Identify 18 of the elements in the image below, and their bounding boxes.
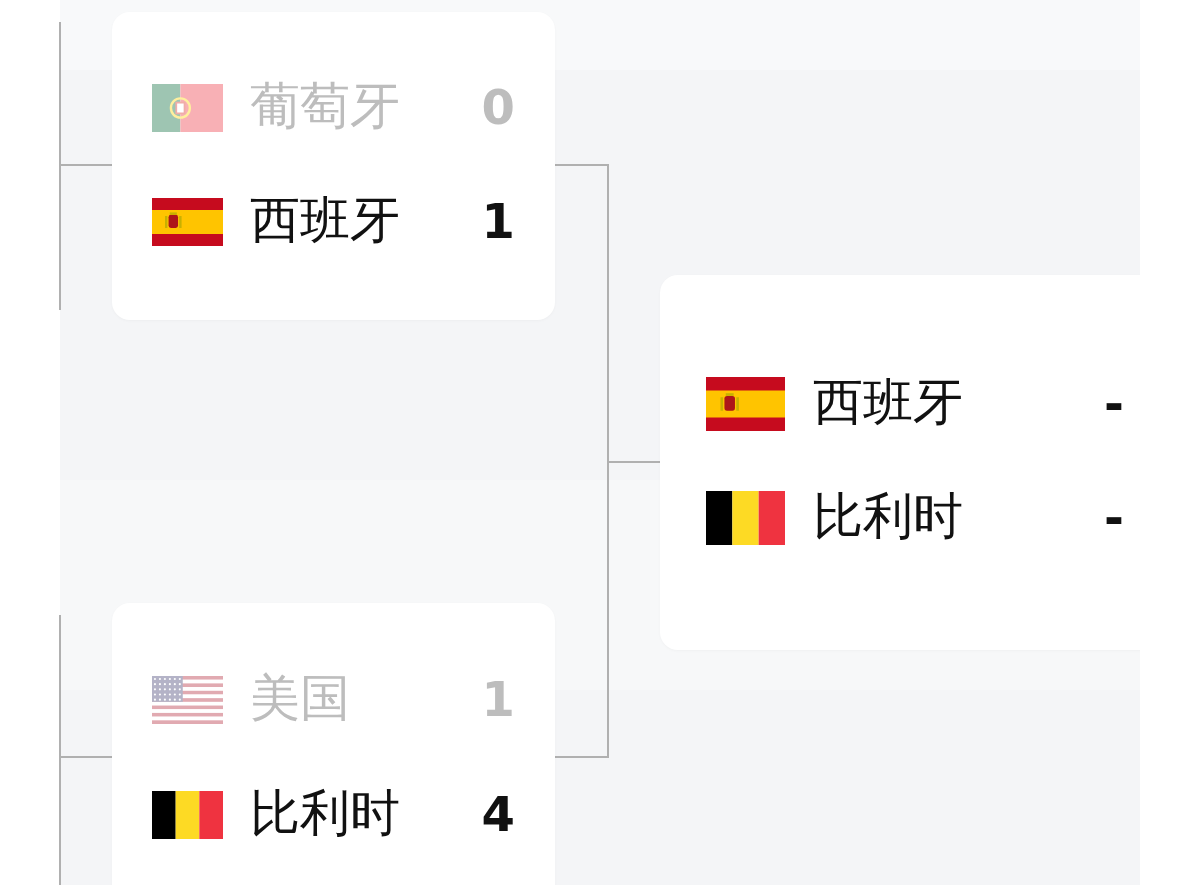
team-name: 葡萄牙 bbox=[250, 81, 400, 131]
team-name: 比利时 bbox=[250, 788, 400, 838]
match-card bbox=[660, 275, 1140, 650]
bracket-line bbox=[59, 21, 113, 311]
team-name: 西班牙 bbox=[813, 377, 963, 427]
score: 1 bbox=[481, 197, 515, 245]
match-card bbox=[112, 12, 555, 320]
team-name: 美国 bbox=[250, 673, 350, 723]
score: 1 bbox=[481, 675, 515, 723]
bracket-line bbox=[554, 164, 661, 758]
score: 4 bbox=[481, 790, 515, 838]
team-name: 比利时 bbox=[813, 491, 963, 541]
score: - bbox=[1104, 493, 1124, 541]
score: - bbox=[1104, 379, 1124, 427]
bracket-line bbox=[59, 614, 113, 885]
match-card bbox=[112, 603, 555, 885]
team-name: 西班牙 bbox=[250, 195, 400, 245]
score: 0 bbox=[481, 83, 515, 131]
